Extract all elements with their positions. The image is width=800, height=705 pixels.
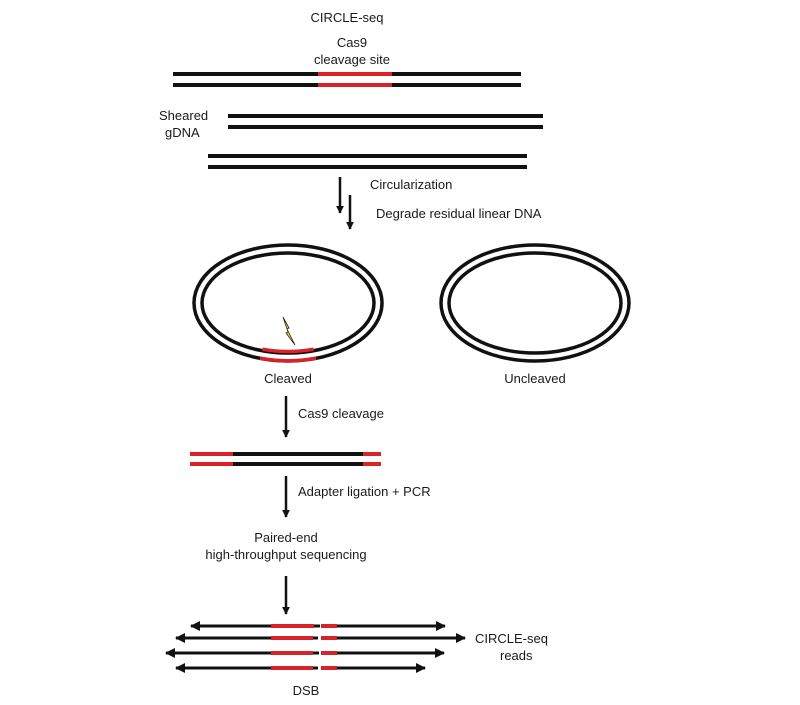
sequencing-label-line2: high-throughput sequencing xyxy=(205,547,366,562)
adapter-label: Adapter ligation + PCR xyxy=(298,484,431,499)
circle-seq-reads xyxy=(165,621,466,673)
genomic-dna-strands xyxy=(173,72,521,87)
reads-label-line2: reads xyxy=(500,648,533,663)
reads-label-line1: CIRCLE-seq xyxy=(475,631,548,646)
sequencing-label-line1: Paired-end xyxy=(254,530,318,545)
sheared-gdna-fragments xyxy=(208,114,543,169)
cas9-site-label-line1: Cas9 xyxy=(337,35,367,50)
cas9-site-label-line2: cleavage site xyxy=(314,52,390,67)
uncleaved-label: Uncleaved xyxy=(504,371,565,386)
sheared-label-line2: gDNA xyxy=(165,125,200,140)
circularization-label: Circularization xyxy=(370,177,452,192)
linearized-fragment xyxy=(190,452,381,466)
lightning-bolt-icon xyxy=(282,316,296,346)
degrade-label: Degrade residual linear DNA xyxy=(376,206,542,221)
cas9-cleavage-label: Cas9 cleavage xyxy=(298,406,384,421)
dsb-label: DSB xyxy=(293,683,320,698)
cleaved-label: Cleaved xyxy=(264,371,312,386)
sheared-label-line1: Sheared xyxy=(159,108,208,123)
diagram-title: CIRCLE-seq xyxy=(311,10,384,25)
cleaved-circle xyxy=(192,243,384,363)
uncleaved-circle xyxy=(439,243,631,363)
cleaved-target-arc xyxy=(259,356,317,363)
